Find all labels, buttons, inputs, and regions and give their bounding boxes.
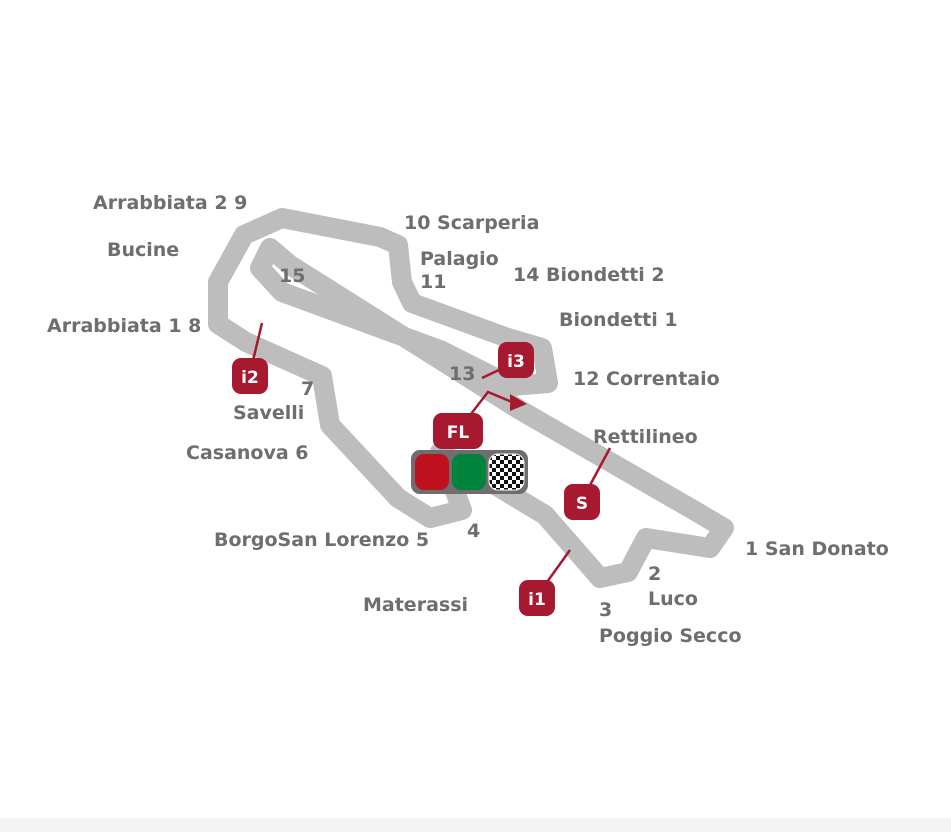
svg-text:FL: FL (447, 423, 470, 443)
corner-11-number: 11 (420, 271, 446, 293)
svg-text:i2: i2 (241, 368, 259, 388)
svg-text:i1: i1 (528, 590, 546, 610)
corner-3-name: Poggio Secco (599, 625, 742, 647)
checkered-flag-icon (488, 453, 525, 491)
corner-5-label: BorgoSan Lorenzo 5 (214, 529, 429, 551)
corner-8-label: Arrabbiata 1 8 (47, 315, 201, 337)
green-light-icon (452, 454, 486, 490)
fl-arrow-head (510, 394, 527, 411)
marker-i3: i3 (498, 342, 534, 378)
savelli-label: Savelli (233, 402, 304, 424)
bucine-label: Bucine (107, 239, 179, 261)
marker-i2: i2 (232, 358, 268, 394)
corner-6-label: Casanova 6 (186, 442, 309, 464)
rettilineo-label: Rettilineo (593, 426, 698, 448)
corner-4-number: 4 (467, 520, 480, 542)
corner-12-label: 12 Correntaio (573, 368, 720, 390)
corner-14-label: 14 Biondetti 2 (513, 264, 665, 286)
biondetti-1-label: Biondetti 1 (559, 309, 678, 331)
start-lights-panel (411, 450, 528, 494)
corner-2-number: 2 (648, 563, 661, 585)
red-light-icon (415, 454, 449, 490)
corner-13-number: 13 (449, 363, 475, 385)
bottom-band (0, 818, 951, 832)
marker-s: S (564, 484, 600, 520)
corner-1-label: 1 San Donato (745, 538, 889, 560)
palagio-label: Palagio (420, 248, 499, 270)
corner-3-number: 3 (599, 599, 612, 621)
svg-text:i3: i3 (507, 352, 525, 372)
corner-2-name: Luco (648, 588, 698, 610)
corner-9-label: Arrabbiata 2 9 (93, 192, 247, 214)
corner-7-number: 7 (301, 378, 314, 400)
corner-10-label: 10 Scarperia (404, 212, 539, 234)
svg-text:S: S (576, 494, 588, 514)
track-outline (208, 208, 734, 588)
corner-15-number: 15 (279, 265, 305, 287)
materassi-label: Materassi (363, 594, 468, 616)
marker-fl: FL (433, 413, 483, 449)
marker-i1: i1 (519, 580, 555, 616)
